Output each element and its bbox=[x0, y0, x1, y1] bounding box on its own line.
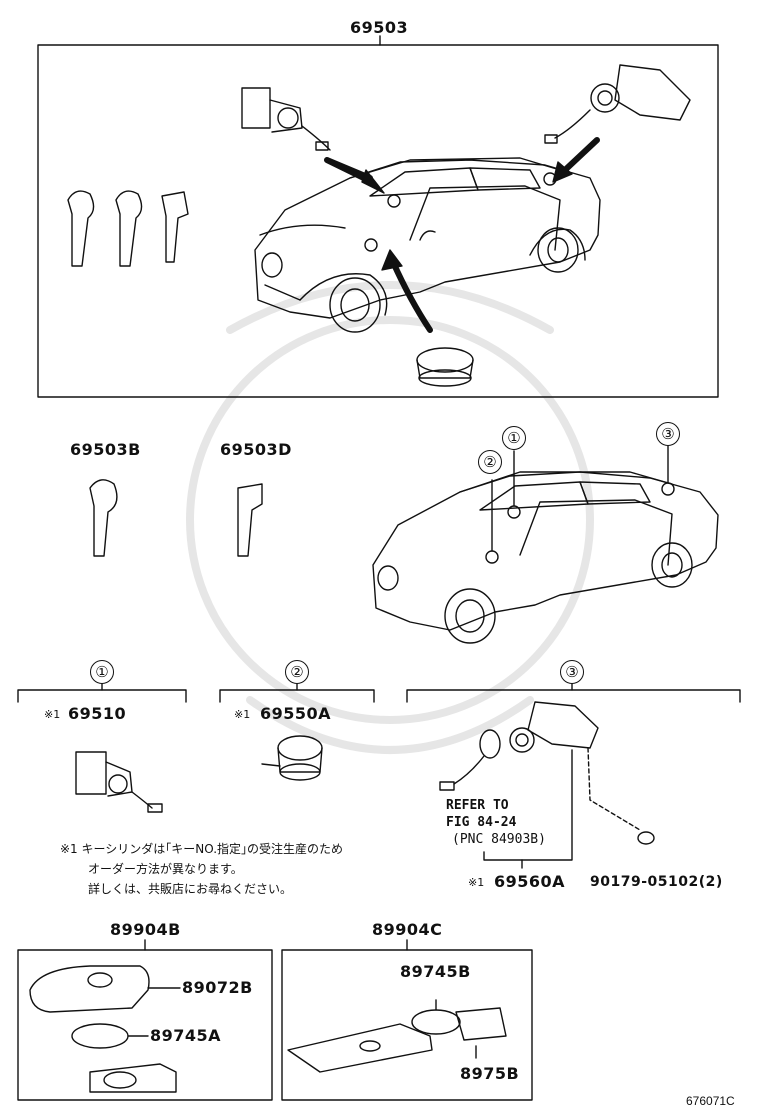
section-1-callout: ① bbox=[90, 660, 114, 684]
part-69510-drawing bbox=[75, 751, 163, 813]
kit-89904c-label: 89904C bbox=[372, 920, 443, 939]
part-69550a-drawing bbox=[261, 735, 323, 781]
figure-number: 676071C bbox=[686, 1094, 735, 1108]
callout-3-car: ③ bbox=[656, 422, 680, 446]
part-89745b-label: 89745B bbox=[400, 962, 471, 981]
part-69560a-drawing bbox=[439, 701, 599, 791]
callout-2-car: ② bbox=[478, 450, 502, 474]
trunk-cylinder-top bbox=[544, 64, 691, 144]
keys-middle bbox=[89, 479, 263, 557]
remote-fob-drawing bbox=[29, 965, 181, 1013]
note-line-2: オーダー方法が異なります。 bbox=[88, 862, 243, 876]
callout-1-car: ① bbox=[502, 426, 526, 450]
middle-car-outline bbox=[372, 471, 719, 644]
watermark-seal bbox=[186, 281, 594, 754]
mark-69550a: ※1 bbox=[234, 708, 251, 721]
note-line-3: 詳しくは、共販店にお尋ねください。 bbox=[88, 882, 293, 896]
door-cylinder-top bbox=[416, 347, 474, 387]
main-assembly-label: 69503 bbox=[350, 18, 409, 37]
key-69503b-label: 69503B bbox=[70, 440, 141, 459]
mark-69510: ※1 bbox=[44, 708, 61, 721]
refer-line-3: (PNC 84903B) bbox=[452, 832, 546, 847]
top-car-outline bbox=[254, 157, 601, 333]
ignition-cylinder-top bbox=[241, 87, 331, 151]
part-90179-label: 90179-05102(2) bbox=[590, 874, 723, 890]
keys-top bbox=[67, 190, 189, 267]
part-8975b-label: 8975B bbox=[460, 1064, 520, 1083]
key-69503d-label: 69503D bbox=[220, 440, 292, 459]
part-69550a-label: 69550A bbox=[260, 704, 332, 723]
note-line-1: ※1 キーシリンダは｢キーNO.指定｣の受注生産のため bbox=[60, 842, 344, 856]
part-69510-label: 69510 bbox=[68, 704, 127, 723]
section-3-callout: ③ bbox=[560, 660, 584, 684]
part-89745a-label: 89745A bbox=[150, 1026, 222, 1045]
section-2-callout: ② bbox=[285, 660, 309, 684]
refer-line-2: FIG 84-24 bbox=[446, 815, 517, 830]
refer-line-1: REFER TO bbox=[446, 798, 509, 813]
mark-69560a: ※1 bbox=[468, 876, 485, 889]
part-89072b-label: 89072B bbox=[182, 978, 253, 997]
part-69560a-label: 69560A bbox=[494, 872, 566, 891]
kit-89904b-label: 89904B bbox=[110, 920, 181, 939]
